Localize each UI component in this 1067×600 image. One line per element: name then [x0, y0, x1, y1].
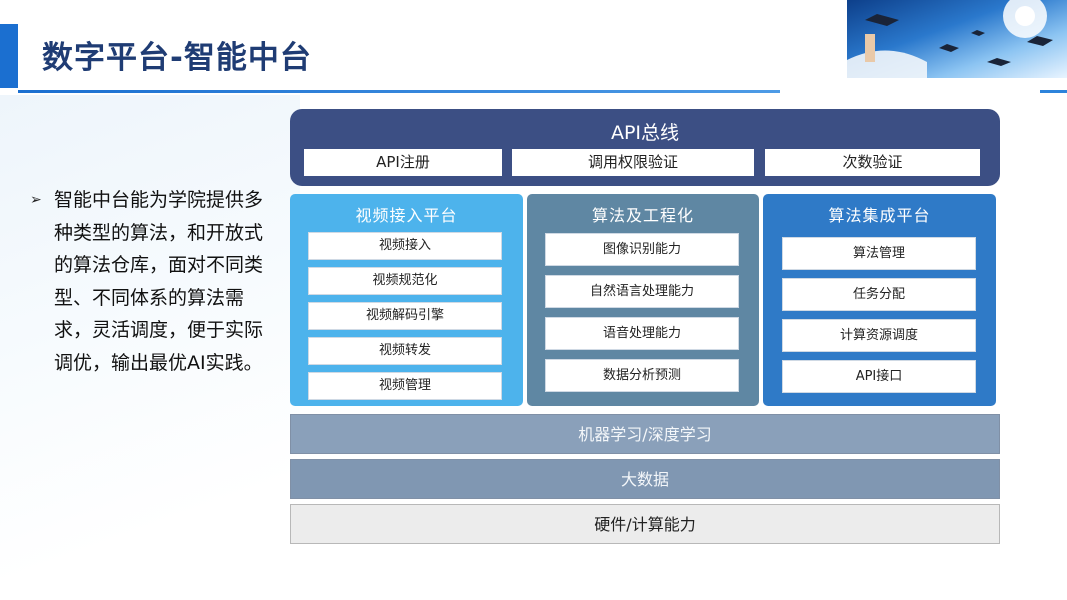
page-title: 数字平台-智能中台 [42, 40, 312, 76]
layer-machine-learning: 机器学习/深度学习 [290, 414, 1000, 454]
video-item: 视频解码引擎 [308, 302, 502, 330]
integration-item: 任务分配 [782, 278, 976, 311]
video-access-platform: 视频接入平台 视频接入 视频规范化 视频解码引擎 视频转发 视频管理 [290, 194, 523, 406]
algorithm-item: 数据分析预测 [545, 359, 739, 392]
left-background [0, 95, 300, 600]
algorithm-integration-platform: 算法集成平台 算法管理 任务分配 计算资源调度 API接口 [763, 194, 996, 406]
column-title: 算法及工程化 [591, 206, 694, 225]
title-underline [18, 90, 780, 93]
graduation-caps-icon [847, 0, 1053, 78]
video-item: 视频接入 [308, 232, 502, 260]
graduation-photo [847, 0, 1067, 78]
api-bus-block: API总线 API注册 调用权限验证 次数验证 [290, 109, 1000, 186]
video-item: 视频规范化 [308, 267, 502, 295]
video-item: 视频转发 [308, 337, 502, 365]
layer-hardware: 硬件/计算能力 [290, 504, 1000, 544]
integration-item: 计算资源调度 [782, 319, 976, 352]
algorithm-item: 语音处理能力 [545, 317, 739, 350]
title-accent-bar [0, 24, 18, 88]
algorithm-item: 图像识别能力 [545, 233, 739, 266]
api-item-count: 次数验证 [765, 149, 980, 176]
api-bus-title: API总线 [610, 122, 680, 144]
integration-item: 算法管理 [782, 237, 976, 270]
title-underline-right [1040, 90, 1067, 93]
layer-big-data: 大数据 [290, 459, 1000, 499]
column-title: 算法集成平台 [828, 206, 931, 225]
video-item: 视频管理 [308, 372, 502, 400]
integration-item: API接口 [782, 360, 976, 393]
api-item-permission: 调用权限验证 [512, 149, 754, 176]
column-title: 视频接入平台 [355, 206, 458, 225]
arrow-bullet-icon: ➢ [30, 192, 42, 208]
api-item-register: API注册 [304, 149, 502, 176]
algorithm-item: 自然语言处理能力 [545, 275, 739, 308]
description-text: 智能中台能为学院提供多种类型的算法，和开放式的算法仓库，面对不同类型、不同体系的… [54, 189, 264, 374]
algorithm-engineering: 算法及工程化 图像识别能力 自然语言处理能力 语音处理能力 数据分析预测 [527, 194, 759, 406]
